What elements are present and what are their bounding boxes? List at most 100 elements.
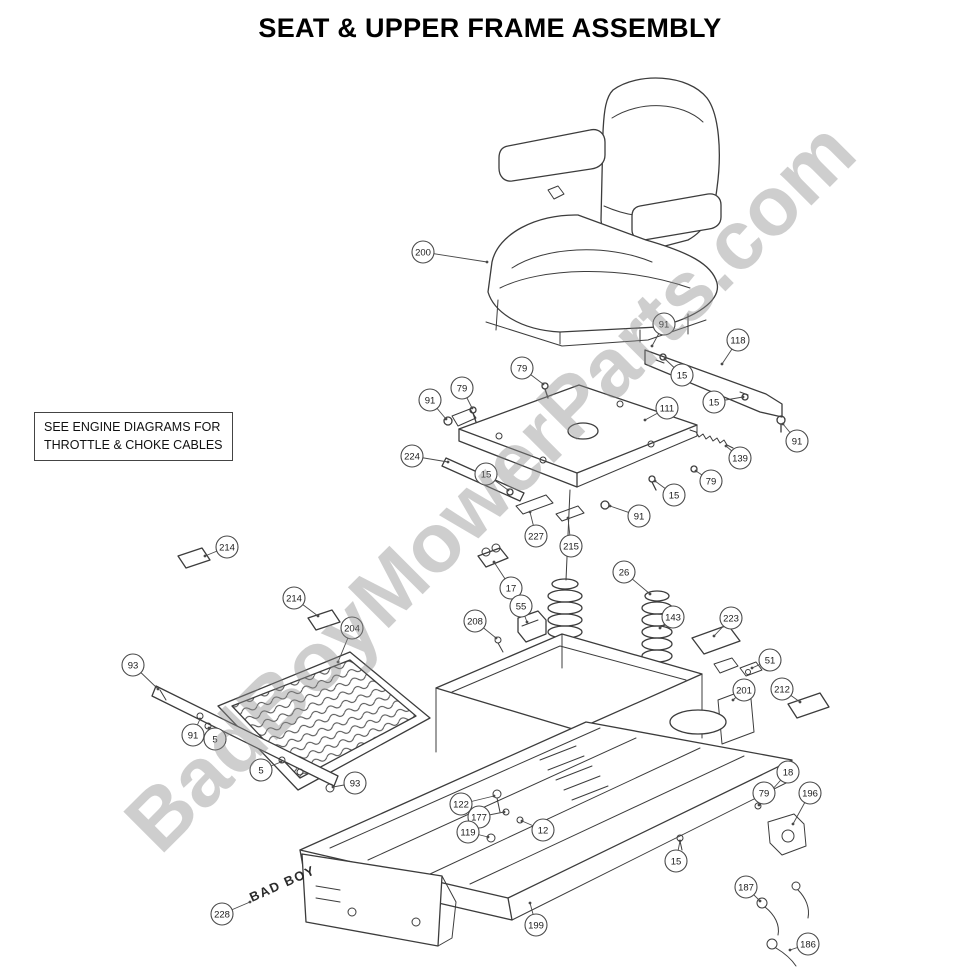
leader-dot-91 [198, 717, 202, 721]
callout-label-212: 212 [774, 684, 790, 695]
callout-label-122: 122 [453, 799, 469, 810]
leader-dot-79 [757, 803, 761, 807]
callout-label-204: 204 [344, 623, 360, 634]
callout-label-79: 79 [759, 788, 770, 799]
leader-dot-91 [444, 417, 448, 421]
callout-214 [282, 586, 306, 610]
callout-label-215: 215 [563, 541, 579, 552]
callout-212 [770, 677, 794, 701]
callout-79 [699, 469, 723, 493]
leader-dot-15 [653, 479, 657, 483]
leader-dot-214 [316, 614, 320, 618]
callout-51 [758, 648, 782, 672]
callout-label-224: 224 [404, 451, 420, 462]
callout-label-196: 196 [802, 788, 818, 799]
engine-note-box: SEE ENGINE DIAGRAMS FOR THROTTLE & CHOKE… [34, 412, 233, 461]
leader-dot-15 [741, 395, 745, 399]
page-title: SEAT & UPPER FRAME ASSEMBLY [258, 13, 722, 43]
leader-dot-17 [492, 560, 496, 564]
callout-187 [734, 875, 758, 899]
callout-15 [670, 363, 694, 387]
leader-dot-204 [336, 660, 340, 664]
callout-label-228: 228 [214, 909, 230, 920]
callout-label-119: 119 [460, 827, 475, 838]
leader-dot-93 [331, 785, 335, 789]
callout-91 [785, 429, 809, 453]
callout-201 [732, 678, 756, 702]
leader-dot-79 [694, 469, 698, 473]
connectors-art [477, 543, 547, 653]
leader-dot-111 [643, 418, 647, 422]
callout-label-227: 227 [528, 531, 544, 542]
cables-art [756, 881, 809, 967]
leader-dot-214 [203, 554, 207, 558]
callout-label-15: 15 [671, 856, 682, 867]
callout-12 [531, 818, 555, 842]
callout-label-214: 214 [286, 593, 302, 604]
engine-note-line-1: SEE ENGINE DIAGRAMS FOR [44, 420, 221, 434]
leader-dot-215 [566, 516, 570, 520]
callout-186 [796, 932, 820, 956]
callout-91 [627, 504, 651, 528]
callout-label-199: 199 [528, 920, 544, 931]
callout-label-79: 79 [517, 363, 528, 374]
frame-art [299, 633, 807, 947]
leader-dot-79 [470, 406, 474, 410]
leader-dot-139 [724, 444, 728, 448]
callout-139 [728, 446, 752, 470]
leader-dot-228 [248, 900, 252, 904]
callout-label-186: 186 [800, 939, 816, 950]
leader-dot-15 [678, 839, 682, 843]
callout-199 [524, 913, 548, 937]
callout-label-79: 79 [457, 383, 468, 394]
leader-dot-200 [485, 260, 489, 264]
callout-223 [719, 606, 743, 630]
callout-79 [450, 376, 474, 400]
callout-label-139: 139 [732, 453, 748, 464]
callout-label-214: 214 [219, 542, 235, 553]
callout-label-93: 93 [350, 778, 361, 789]
callout-15 [662, 483, 686, 507]
callouts-layer: 2009179118157991111151399179224151591227… [121, 240, 822, 956]
floor-mat-art [151, 651, 431, 793]
callout-5 [203, 727, 227, 751]
engine-note-line-2: THROTTLE & CHOKE CABLES [44, 437, 223, 452]
callout-label-15: 15 [677, 370, 688, 381]
leader-dot-5 [279, 760, 283, 764]
callout-label-177: 177 [471, 812, 487, 823]
leader-dot-223 [712, 634, 716, 638]
callout-122 [449, 792, 473, 816]
seat-art [485, 77, 722, 347]
leader-dot-118 [720, 362, 724, 366]
leader-dot-119 [486, 835, 490, 839]
pads-art [177, 547, 830, 719]
callout-204 [340, 616, 364, 640]
callout-label-111: 111 [660, 403, 674, 414]
callout-91 [418, 388, 442, 412]
callout-91 [652, 312, 676, 336]
callout-227 [524, 524, 548, 548]
callout-label-55: 55 [516, 601, 527, 612]
callout-label-208: 208 [467, 616, 483, 627]
callout-label-5: 5 [212, 734, 217, 745]
callout-111 [655, 396, 679, 420]
callout-label-15: 15 [669, 490, 680, 501]
callout-55 [509, 594, 533, 618]
callout-5 [249, 758, 273, 782]
callout-93 [121, 653, 145, 677]
leader-dot-26 [648, 592, 652, 596]
callout-label-200: 200 [415, 247, 431, 258]
callout-label-12: 12 [538, 825, 549, 836]
callout-15 [664, 849, 688, 873]
leader-dot-15 [663, 357, 667, 361]
callout-214 [215, 535, 239, 559]
leader-dot-143 [658, 626, 662, 630]
callout-label-79: 79 [706, 476, 717, 487]
callout-label-26: 26 [619, 567, 630, 578]
callout-17 [499, 576, 523, 600]
callout-label-18: 18 [783, 767, 794, 778]
callout-label-91: 91 [425, 395, 436, 406]
callout-79 [510, 356, 534, 380]
